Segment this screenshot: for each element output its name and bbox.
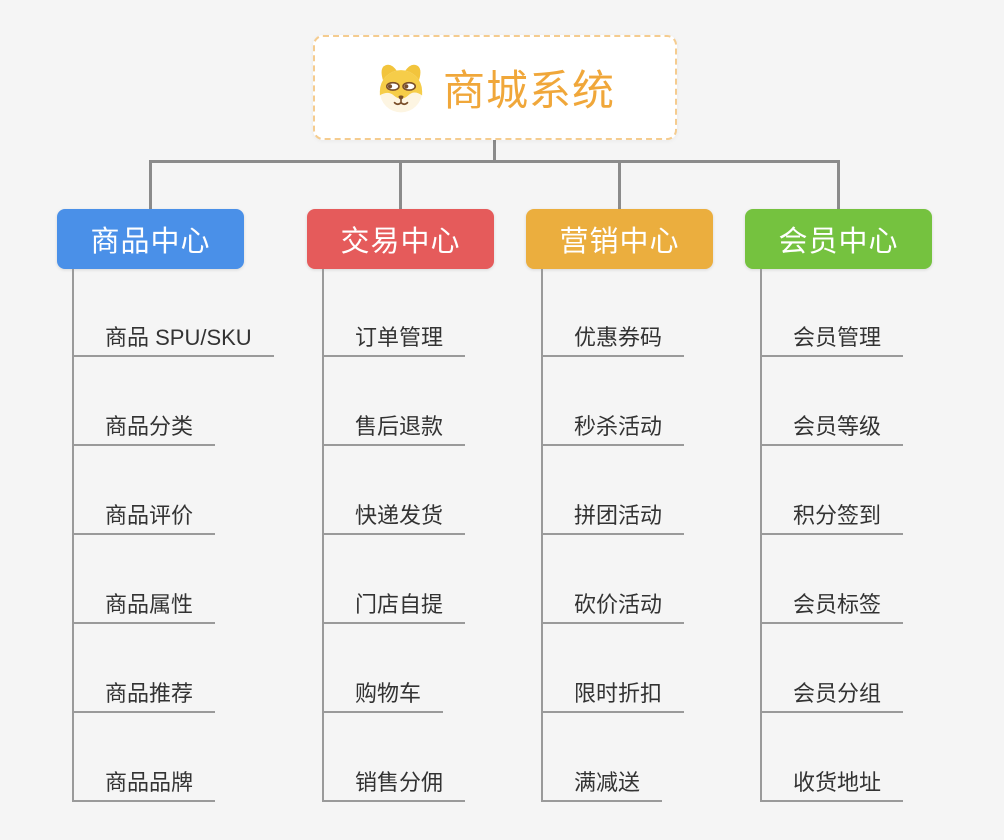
- branch-label: 会员中心: [778, 226, 899, 258]
- connector-column-spine-1: [72, 269, 74, 802]
- leaf-node[interactable]: 会员标签: [760, 592, 904, 624]
- leaf-node[interactable]: 销售分佣: [322, 770, 466, 802]
- leaf-node[interactable]: 快递发货: [322, 503, 466, 535]
- leaf-node[interactable]: 购物车: [322, 681, 444, 713]
- leaf-node[interactable]: 满减送: [541, 770, 663, 802]
- leaf-node[interactable]: 会员管理: [760, 325, 904, 357]
- connector-drop-branch4: [837, 160, 840, 209]
- connector-root-stem: [493, 140, 496, 162]
- leaf-node[interactable]: 收货地址: [760, 770, 904, 802]
- connector-drop-branch1: [149, 160, 152, 209]
- leaf-node[interactable]: 商品品牌: [72, 770, 216, 802]
- leaf-node[interactable]: 订单管理: [322, 325, 466, 357]
- leaf-node[interactable]: 商品分类: [72, 414, 216, 446]
- leaf-node[interactable]: 积分签到: [760, 503, 904, 535]
- leaf-node[interactable]: 商品 SPU/SKU: [72, 325, 274, 357]
- branch-label: 商品中心: [90, 226, 211, 258]
- branch-node-trade-center[interactable]: 交易中心: [307, 209, 494, 269]
- branch-label: 营销中心: [559, 226, 680, 258]
- leaf-node[interactable]: 限时折扣: [541, 681, 685, 713]
- branch-label: 交易中心: [340, 226, 461, 258]
- leaf-node[interactable]: 优惠券码: [541, 325, 685, 357]
- leaf-node[interactable]: 售后退款: [322, 414, 466, 446]
- dog-icon: [375, 62, 427, 114]
- branch-node-product-center[interactable]: 商品中心: [57, 209, 244, 269]
- leaf-node[interactable]: 拼团活动: [541, 503, 685, 535]
- branch-node-marketing-center[interactable]: 营销中心: [526, 209, 713, 269]
- connector-horizontal-bar: [149, 160, 840, 163]
- leaf-node[interactable]: 门店自提: [322, 592, 466, 624]
- root-node[interactable]: 商城系统: [313, 35, 677, 140]
- leaf-node[interactable]: 秒杀活动: [541, 414, 685, 446]
- leaf-node[interactable]: 会员等级: [760, 414, 904, 446]
- leaf-node[interactable]: 商品推荐: [72, 681, 216, 713]
- branch-node-member-center[interactable]: 会员中心: [745, 209, 932, 269]
- connector-column-spine-2: [322, 269, 324, 802]
- leaf-node[interactable]: 商品评价: [72, 503, 216, 535]
- leaf-node[interactable]: 会员分组: [760, 681, 904, 713]
- connector-drop-branch3: [618, 160, 621, 209]
- leaf-node[interactable]: 商品属性: [72, 592, 216, 624]
- connector-column-spine-4: [760, 269, 762, 802]
- connector-drop-branch2: [399, 160, 402, 209]
- connector-column-spine-3: [541, 269, 543, 802]
- root-title: 商城系统: [442, 67, 615, 114]
- leaf-node[interactable]: 砍价活动: [541, 592, 685, 624]
